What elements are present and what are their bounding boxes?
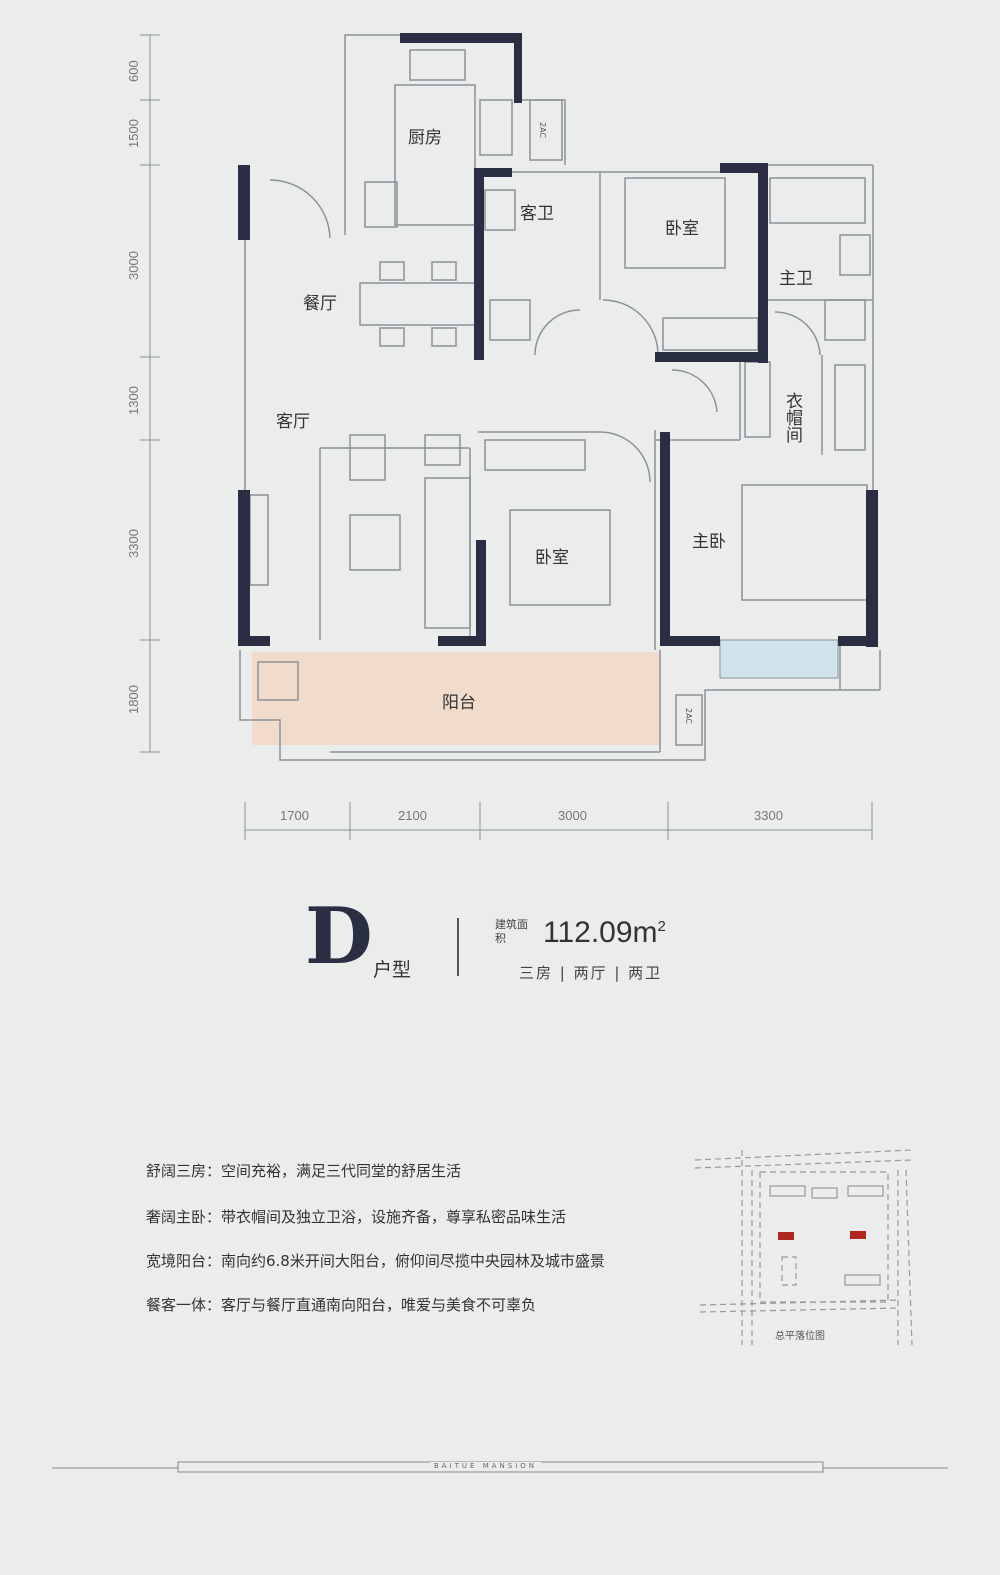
dim-label: 600 <box>126 60 141 82</box>
room-label-living: 客厅 <box>276 412 310 432</box>
room-label-kitchen: 厨房 <box>408 128 442 148</box>
site-highlight-building <box>778 1232 794 1240</box>
ac-label: 2AC <box>538 122 547 138</box>
dim-label: 3000 <box>126 251 141 280</box>
area-value: 112.09m2 <box>543 916 666 950</box>
site-map <box>694 1149 913 1346</box>
room-label-master-bedroom: 主卧 <box>692 532 726 552</box>
dimension-horizontal <box>244 802 873 840</box>
dim-label: 1500 <box>126 119 141 148</box>
dim-label: 1700 <box>280 808 309 823</box>
footer-brand: BAITUE MANSION <box>430 1462 542 1470</box>
area-label: 建筑面积 <box>495 918 528 945</box>
room-label-guest-bath: 客卫 <box>520 204 554 224</box>
room-label-bedroom-north: 卧室 <box>665 219 699 239</box>
dim-label: 1300 <box>126 386 141 415</box>
site-map-caption: 总平落位图 <box>775 1331 825 1342</box>
balcony-area <box>252 652 660 745</box>
title-divider <box>457 918 459 976</box>
window-bay <box>719 639 839 679</box>
thin-walls <box>239 34 881 761</box>
dim-label: 2100 <box>398 808 427 823</box>
site-highlight-building <box>850 1231 866 1239</box>
dimension-vertical <box>140 34 160 753</box>
room-label-balcony: 阳台 <box>442 693 476 713</box>
area-number: 112.09m <box>543 916 658 949</box>
dim-label: 1800 <box>126 685 141 714</box>
dim-label: 3300 <box>754 808 783 823</box>
room-label-walk-in-closet: 衣帽间 <box>782 392 803 444</box>
unit-type-suffix: 户型 <box>373 959 412 981</box>
room-label-master-bath: 主卫 <box>779 269 813 289</box>
layout-summary: 三房 | 两厅 | 两卫 <box>519 964 663 982</box>
feature-line: 舒阔三房：空间充裕，满足三代同堂的舒居生活 <box>146 1162 462 1180</box>
dim-label: 3000 <box>558 808 587 823</box>
feature-line: 宽境阳台：南向约6.8米开间大阳台，俯仰间尽揽中央园林及城市盛景 <box>146 1252 605 1270</box>
unit-type-letter: D <box>305 891 373 982</box>
feature-line: 奢阔主卧：带衣帽间及独立卫浴，设施齐备，尊享私密品味生活 <box>146 1208 567 1226</box>
area-unit-exponent: 2 <box>657 918 666 935</box>
feature-line: 餐客一体：客厅与餐厅直通南向阳台，唯爱与美食不可辜负 <box>146 1296 537 1314</box>
ac-label: 2AC <box>684 708 693 724</box>
room-label-bedroom-south: 卧室 <box>535 548 569 568</box>
dim-label: 3300 <box>126 529 141 558</box>
structural-walls <box>238 33 878 647</box>
room-label-dining: 餐厅 <box>303 294 337 314</box>
